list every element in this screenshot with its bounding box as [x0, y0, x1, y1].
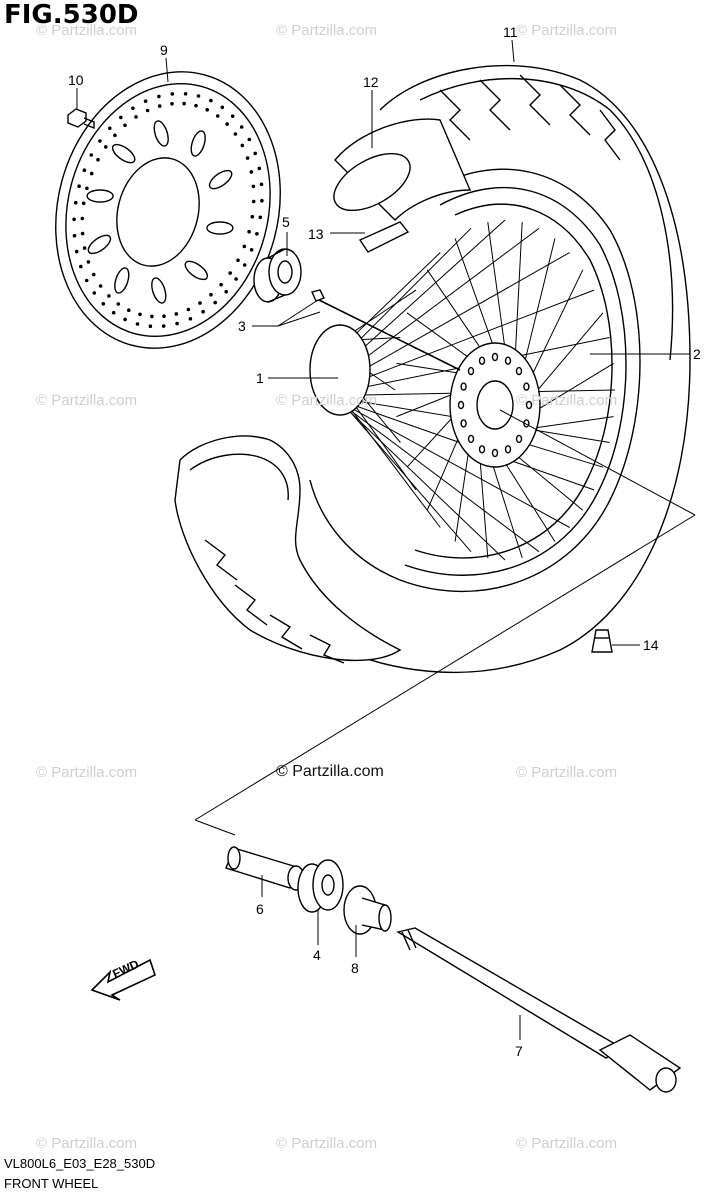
- callout-9: 9: [160, 42, 168, 58]
- watermark: © Partzilla.com: [276, 392, 378, 409]
- watermark: © Partzilla.com: [516, 1135, 618, 1152]
- callout-1: 1: [256, 370, 264, 386]
- watermark: © Partzilla.com: [36, 22, 138, 39]
- watermark: © Partzilla.com: [36, 392, 138, 409]
- watermark: © Partzilla.com: [516, 392, 618, 409]
- watermark: © Partzilla.com: [516, 22, 618, 39]
- watermark: © Partzilla.com: [276, 22, 378, 39]
- callout-12: 12: [363, 74, 379, 90]
- inner-tube: [333, 118, 472, 221]
- collar: [343, 885, 392, 935]
- fwd-arrow-icon: [90, 958, 156, 1001]
- watermark: © Partzilla.com: [36, 1135, 138, 1152]
- watermark: © Partzilla.com: [516, 764, 618, 781]
- figure-title: FIG.530D: [4, 0, 139, 30]
- exploded-guide-lines: [194, 409, 696, 836]
- spacer: [225, 846, 305, 891]
- watermark: © Partzilla.com: [36, 764, 138, 781]
- watermark: © Partzilla.com: [276, 1135, 378, 1152]
- callout-8: 8: [351, 960, 359, 976]
- callout-4: 4: [313, 947, 321, 963]
- callout-3: 3: [238, 318, 246, 334]
- axle: [396, 927, 682, 1093]
- figure-code: VL800L6_E03_E28_530D: [4, 1156, 156, 1171]
- valve-cap: [591, 629, 613, 653]
- callout-13: 13: [308, 226, 324, 242]
- rim-band: [358, 221, 410, 253]
- bearing-lower: [297, 859, 344, 913]
- spoke-part: [311, 289, 461, 371]
- hub-and-spokes: [309, 219, 616, 561]
- callout-10: 10: [68, 72, 84, 88]
- bearing-upper: [253, 248, 302, 303]
- leader-lines: [76, 39, 690, 1040]
- figure-caption: FRONT WHEEL: [4, 1176, 99, 1191]
- callout-11: 11: [503, 24, 518, 40]
- brake-disc: [55, 71, 281, 349]
- callout-6: 6: [256, 901, 264, 917]
- disc-bolt: [67, 108, 95, 130]
- watermark-main: © Partzilla.com: [276, 763, 384, 780]
- callout-5: 5: [282, 214, 290, 230]
- callout-7: 7: [515, 1043, 523, 1059]
- tire-cutaway: [174, 435, 402, 664]
- callout-14: 14: [643, 637, 659, 653]
- callout-2: 2: [693, 346, 701, 362]
